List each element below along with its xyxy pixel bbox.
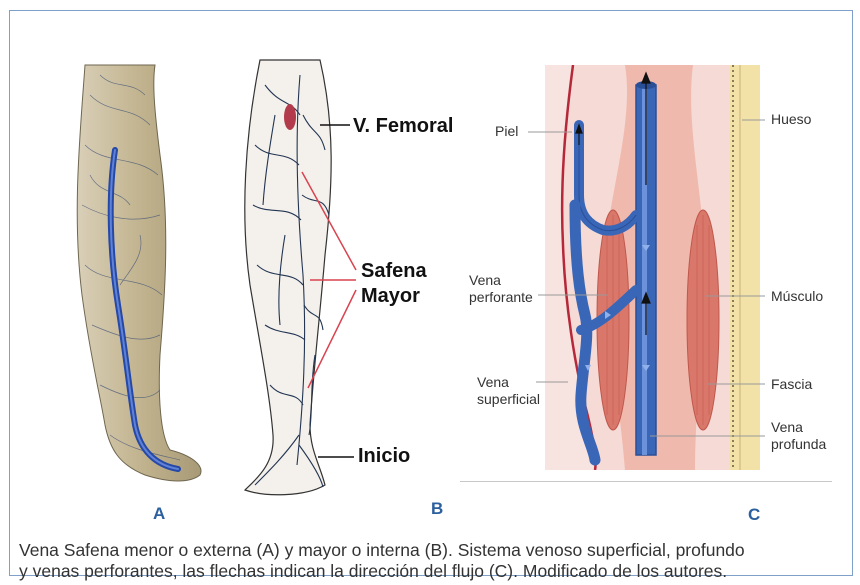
panel-c-leaders [520, 100, 790, 450]
label-safena-line2: Mayor [361, 284, 420, 308]
panel-c-divider [460, 481, 832, 482]
label-vena-superficial-2: superficial [477, 391, 540, 408]
caption-line-2: y venas perforantes, las flechas indican… [19, 561, 849, 582]
panel-b-letter: B [431, 499, 443, 519]
panel-b-inicio-pointer [318, 452, 354, 462]
label-vena-profunda-2: profunda [771, 436, 826, 453]
label-piel: Piel [495, 123, 518, 140]
panel-b-femoral-pointer [320, 120, 350, 130]
label-vena-perforante-1: Vena [469, 272, 501, 289]
label-hueso: Hueso [771, 111, 811, 128]
label-musculo: Músculo [771, 288, 823, 305]
label-vena-superficial-1: Vena [477, 374, 509, 391]
label-fascia: Fascia [771, 376, 812, 393]
figure-caption: Vena Safena menor o externa (A) y mayor … [19, 540, 849, 582]
label-vena-profunda-1: Vena [771, 419, 803, 436]
label-inicio: Inicio [358, 444, 410, 468]
panel-b-pointers [290, 170, 360, 430]
label-v-femoral: V. Femoral [353, 114, 453, 138]
panel-c-letter: C [748, 505, 760, 525]
caption-line-1: Vena Safena menor o externa (A) y mayor … [19, 540, 849, 561]
label-safena-line1: Safena [361, 259, 427, 283]
panel-a-letter: A [153, 504, 165, 524]
panel-a-illustration [60, 55, 210, 495]
label-vena-perforante-2: perforante [469, 289, 533, 306]
